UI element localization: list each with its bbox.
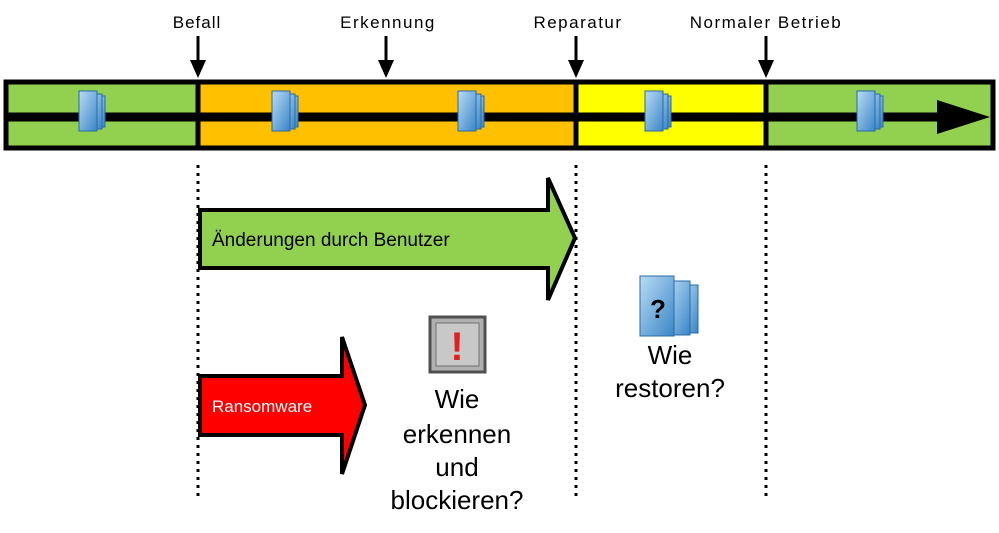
restore-question: Wie restoren? [615, 340, 725, 403]
milestone-label-normaler-betrieb: Normaler Betrieb [690, 13, 843, 32]
down-arrow-icon [378, 36, 394, 78]
milestone-label-reparatur: Reparatur [533, 13, 622, 32]
alert-symbol: ! [450, 325, 463, 369]
backup-stack-icon [271, 90, 299, 132]
backup-stack-icon [457, 90, 485, 132]
alert-icon: ! [428, 315, 487, 374]
milestone-label-befall: Befall [173, 13, 222, 32]
milestone-label-erkennung: Erkennung [340, 13, 436, 32]
ransomware-label: Ransomware [212, 397, 312, 416]
restore-question-line-2: restoren? [615, 373, 725, 403]
question-line-4: blockieren? [391, 485, 524, 515]
backup-icons [78, 90, 884, 132]
restore-symbol: ? [650, 294, 666, 324]
user-changes-arrow: Änderungen durch Benutzer [198, 177, 578, 301]
ransomware-arrow: Ransomware [198, 336, 368, 475]
timeline-bar [3, 79, 996, 151]
question-line-1: Wie [435, 384, 480, 414]
restore-question-line-1: Wie [648, 340, 693, 370]
question-line-2: erkennen [403, 419, 511, 449]
question-line-3: und [435, 452, 478, 482]
user-changes-label: Änderungen durch Benutzer [212, 230, 450, 251]
milestones: Befall Erkennung Reparatur Normaler Betr… [173, 13, 843, 78]
down-arrow-icon [758, 36, 774, 78]
restore-question-icon: ? [639, 275, 699, 337]
backup-stack-icon [856, 90, 884, 132]
backup-stack-icon [644, 90, 672, 132]
down-arrow-icon [190, 36, 206, 78]
down-arrow-icon [568, 36, 584, 78]
timeline-arrow-head [937, 100, 990, 134]
backup-stack-icon [78, 90, 106, 132]
detect-block-question: Wie erkennen und blockieren? [391, 384, 524, 515]
